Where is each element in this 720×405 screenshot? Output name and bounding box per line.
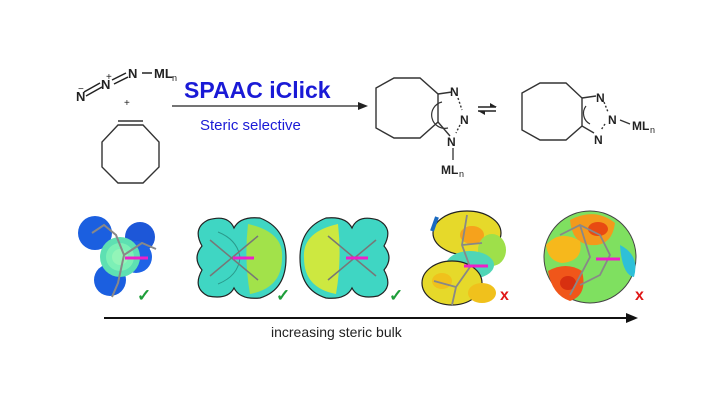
cross-icon-4: x xyxy=(500,287,509,304)
svg-text:N: N xyxy=(594,133,603,147)
steric-bulk-arrow xyxy=(104,313,638,323)
steric-map-5 xyxy=(543,210,637,304)
svg-text:ML: ML xyxy=(632,119,649,133)
svg-text:−: − xyxy=(78,84,84,95)
svg-text:N: N xyxy=(447,135,456,149)
svg-text:N: N xyxy=(608,113,617,127)
svg-text:n: n xyxy=(172,73,177,83)
product-n1-triazole: N N N ML n xyxy=(375,77,469,179)
reaction-arrow xyxy=(172,102,368,110)
plus-sign: + xyxy=(124,98,130,109)
svg-text:N: N xyxy=(101,77,110,92)
steric-map-3 xyxy=(299,217,390,299)
steric-bulk-label: increasing steric bulk xyxy=(271,324,402,340)
cyclooctyne xyxy=(101,120,160,184)
svg-text:n: n xyxy=(650,125,655,135)
azide-reagent: N − N + N ML n xyxy=(76,66,177,104)
check-icon-1: ✓ xyxy=(137,286,152,305)
svg-text:ML: ML xyxy=(441,163,458,177)
steric-map-2 xyxy=(196,217,287,299)
steric-map-4 xyxy=(421,210,506,306)
reaction-subtitle: Steric selective xyxy=(200,117,301,134)
svg-text:N: N xyxy=(596,91,605,105)
reaction-title: SPAAC iClick xyxy=(184,77,331,103)
svg-text:n: n xyxy=(459,169,464,179)
cross-icon-5: x xyxy=(635,287,644,304)
svg-text:N: N xyxy=(460,113,469,127)
svg-text:N: N xyxy=(76,89,85,104)
product-n2-triazole: N N N ML n xyxy=(521,82,655,147)
check-icon-3: ✓ xyxy=(389,286,404,305)
svg-text:N: N xyxy=(450,85,459,99)
equilibrium-arrows xyxy=(478,103,497,115)
svg-text:N: N xyxy=(128,66,137,81)
svg-text:+: + xyxy=(106,72,112,83)
svg-text:ML: ML xyxy=(154,66,173,81)
steric-map-1 xyxy=(78,216,157,298)
check-icon-2: ✓ xyxy=(276,286,291,305)
